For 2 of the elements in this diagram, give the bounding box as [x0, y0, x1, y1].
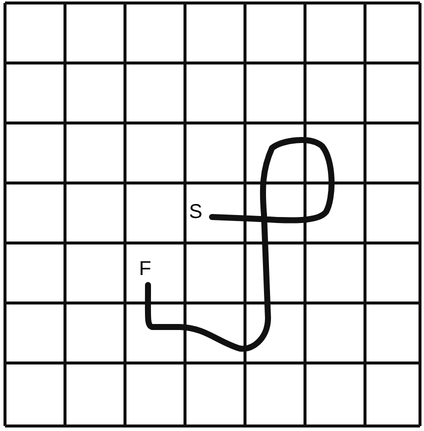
route-end-label: S — [189, 202, 202, 222]
route-end-label: F — [139, 259, 152, 279]
